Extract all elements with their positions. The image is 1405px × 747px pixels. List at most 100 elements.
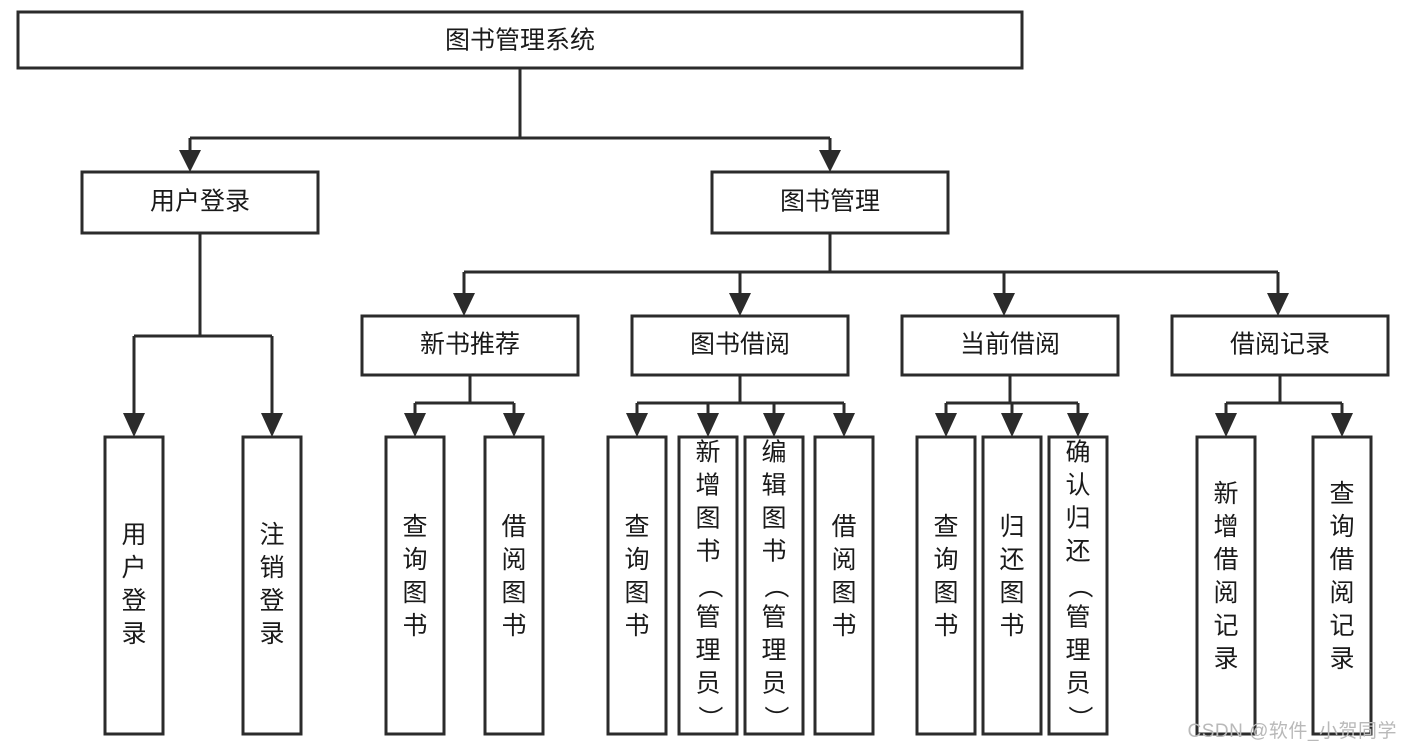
node-current-borrow-box[interactable]	[900, 314, 1120, 377]
arrow-head-leaf-borrow-book	[833, 413, 855, 437]
node-layer: 图书管理系统 用户登录 图书管理 新书推荐 图书借阅 当前	[16, 10, 1390, 736]
svg-text:阅: 阅	[501, 546, 526, 574]
node-borrow-record[interactable]: 借阅记录	[1170, 314, 1390, 377]
svg-text:员: 员	[695, 670, 720, 698]
node-book-borrow-box[interactable]	[630, 314, 850, 377]
node-root[interactable]: 图书管理系统	[16, 10, 1024, 70]
node-root-label: 图书管理系统	[445, 27, 595, 55]
svg-text:记: 记	[1213, 612, 1238, 640]
node-leaf-confirm-return-admin-box[interactable]	[1047, 435, 1109, 736]
node-leaf-return-book-box[interactable]	[981, 435, 1043, 736]
arrow-head-book-management	[819, 150, 841, 172]
svg-text:借: 借	[1213, 546, 1238, 574]
svg-text:阅: 阅	[1329, 579, 1354, 607]
svg-text:书: 书	[831, 612, 856, 640]
svg-text:图: 图	[501, 579, 526, 607]
node-user-login-box[interactable]	[80, 170, 320, 235]
node-borrow-record-box[interactable]	[1170, 314, 1390, 377]
node-root-box[interactable]	[16, 10, 1024, 70]
node-leaf-borrow-book-box[interactable]	[813, 435, 875, 736]
node-new-book-recommend-box[interactable]	[360, 314, 580, 377]
node-leaf-query-book-recommend-box[interactable]	[384, 435, 446, 736]
svg-text:还: 还	[1065, 538, 1090, 566]
node-borrow-record-label: 借阅记录	[1230, 331, 1330, 359]
svg-text:借: 借	[831, 513, 856, 541]
svg-text:记: 记	[1329, 612, 1354, 640]
svg-text:查: 查	[933, 513, 958, 541]
node-book-management-box[interactable]	[710, 170, 950, 235]
svg-text:书: 书	[761, 538, 786, 566]
svg-text:理: 理	[761, 637, 786, 665]
svg-text:书: 书	[695, 538, 720, 566]
node-leaf-query-book-current-box[interactable]	[915, 435, 977, 736]
svg-text:用: 用	[121, 521, 146, 549]
svg-text:询: 询	[933, 546, 958, 574]
arrow-head-book-borrow	[729, 293, 751, 316]
svg-text:书: 书	[624, 612, 649, 640]
node-leaf-borrow-book-recommend-box[interactable]	[483, 435, 545, 736]
node-leaf-add-book-admin-box[interactable]	[677, 435, 739, 736]
node-leaf-query-borrow-record-box[interactable]	[1311, 435, 1373, 736]
svg-text:书: 书	[933, 612, 958, 640]
svg-text:还: 还	[999, 546, 1024, 574]
arrow-head-borrow-record	[1267, 293, 1289, 316]
node-leaf-query-book-borrow-box[interactable]	[606, 435, 668, 736]
svg-text:录: 录	[1329, 645, 1354, 673]
arrow-head-leaf-query-book-recommend	[404, 413, 426, 437]
node-leaf-user-login-box[interactable]	[103, 435, 165, 736]
svg-text:理: 理	[1065, 637, 1090, 665]
svg-text:询: 询	[624, 546, 649, 574]
arrow-head-leaf-edit-book-admin	[763, 413, 785, 437]
svg-text:录: 录	[1213, 645, 1238, 673]
node-user-login[interactable]: 用户登录	[80, 170, 320, 235]
arrow-head-current-borrow	[993, 293, 1015, 316]
svg-text:图: 图	[624, 579, 649, 607]
arrow-head-leaf-borrow-book-recommend	[503, 413, 525, 437]
svg-text:管: 管	[1065, 604, 1090, 632]
svg-text:员: 员	[761, 670, 786, 698]
svg-text:查: 查	[624, 513, 649, 541]
svg-text:）: ）	[1065, 705, 1093, 730]
arrow-head-new-book-recommend	[453, 293, 475, 316]
node-current-borrow-label: 当前借阅	[960, 331, 1060, 359]
arrow-head-leaf-confirm-return-admin	[1067, 413, 1089, 437]
svg-text:借: 借	[1329, 546, 1354, 574]
node-book-management[interactable]: 图书管理	[710, 170, 950, 235]
svg-text:图: 图	[999, 579, 1024, 607]
svg-text:辑: 辑	[761, 472, 786, 500]
arrow-head-leaf-user-login	[123, 413, 145, 437]
node-leaf-user-login[interactable]: 用户登录	[103, 435, 165, 736]
svg-text:（: （	[1065, 573, 1093, 598]
node-leaf-add-borrow-record-box[interactable]	[1195, 435, 1257, 736]
svg-text:（: （	[695, 573, 723, 598]
node-new-book-recommend[interactable]: 新书推荐	[360, 314, 580, 377]
svg-text:图: 图	[933, 579, 958, 607]
svg-text:图: 图	[761, 505, 786, 533]
svg-text:图: 图	[831, 579, 856, 607]
node-leaf-logout-login-box[interactable]	[241, 435, 303, 736]
svg-text:阅: 阅	[831, 546, 856, 574]
svg-text:管: 管	[695, 604, 720, 632]
svg-text:查: 查	[402, 513, 427, 541]
svg-text:户: 户	[121, 554, 146, 582]
svg-text:借: 借	[501, 513, 526, 541]
node-book-borrow[interactable]: 图书借阅	[630, 314, 850, 377]
node-leaf-edit-book-admin-box[interactable]	[743, 435, 805, 736]
node-current-borrow[interactable]: 当前借阅	[900, 314, 1120, 377]
